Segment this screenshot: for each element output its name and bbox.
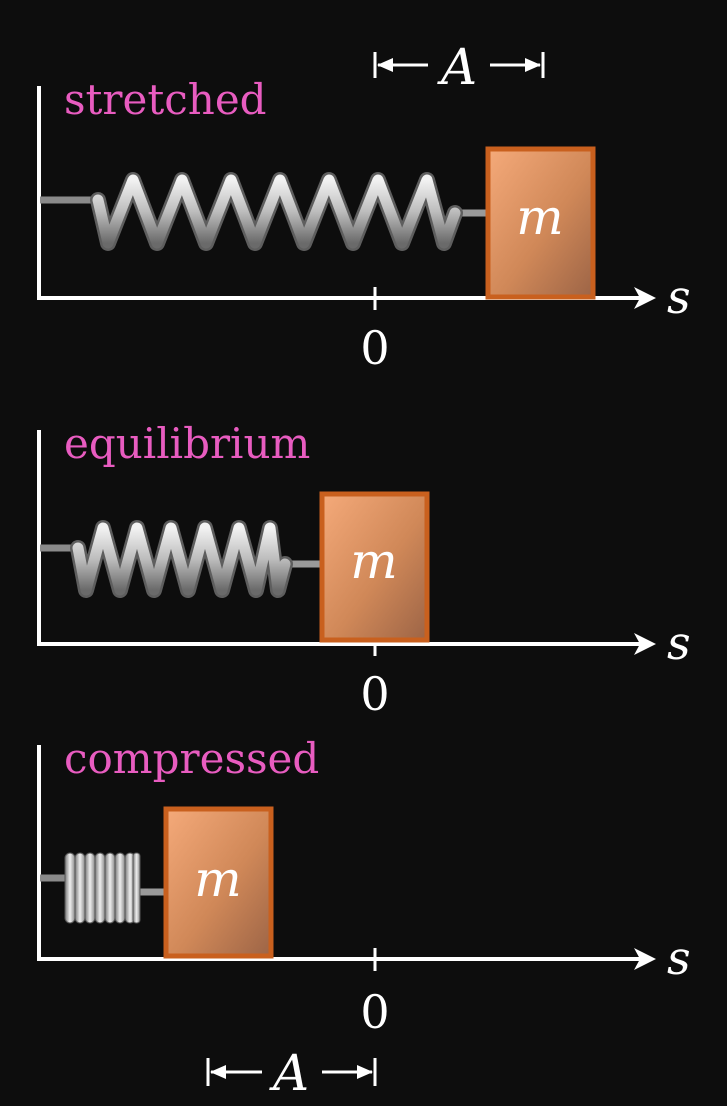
mass-block: m bbox=[163, 806, 274, 959]
panel-label: stretched bbox=[64, 75, 267, 124]
mass-label: m bbox=[194, 850, 241, 908]
panel-compressed: compressed s 0 m bbox=[37, 734, 691, 1039]
panel-stretched: stretched s 0 m bbox=[37, 75, 691, 375]
mass-label: m bbox=[350, 532, 397, 590]
axis-label: s bbox=[667, 616, 691, 670]
mass-block: m bbox=[319, 491, 430, 643]
panel-label: equilibrium bbox=[64, 419, 310, 468]
axis-label: s bbox=[667, 270, 691, 324]
spring bbox=[40, 520, 322, 598]
amplitude-label-bottom: A bbox=[269, 1044, 309, 1102]
spring bbox=[40, 172, 488, 251]
amplitude-label-top: A bbox=[437, 38, 477, 96]
panel-equilibrium: equilibrium s 0 m bbox=[37, 419, 691, 721]
panel-label: compressed bbox=[64, 734, 319, 783]
axis-arrowhead bbox=[634, 633, 656, 655]
axis-arrowhead bbox=[634, 287, 656, 309]
origin-label: 0 bbox=[360, 667, 389, 721]
origin-label: 0 bbox=[360, 321, 389, 375]
amplitude-marker-top: A bbox=[373, 38, 545, 96]
amplitude-marker-bottom: A bbox=[206, 1044, 377, 1102]
origin-label: 0 bbox=[360, 985, 389, 1039]
axis-arrowhead bbox=[634, 948, 656, 970]
mass-block: m bbox=[485, 146, 596, 300]
spring bbox=[40, 852, 166, 924]
axis-label: s bbox=[667, 931, 691, 985]
mass-label: m bbox=[516, 188, 563, 246]
